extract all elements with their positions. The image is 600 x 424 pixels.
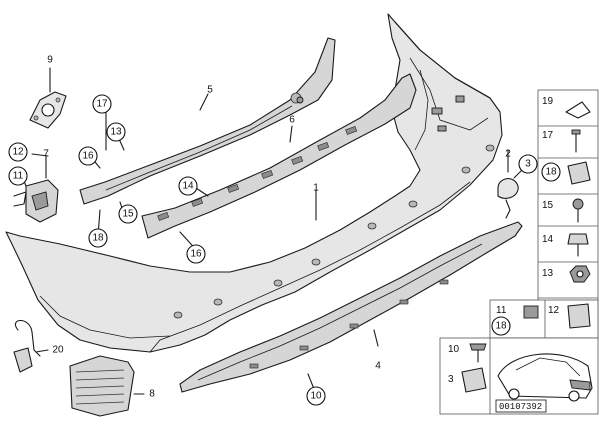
push-clip-icon xyxy=(469,343,487,351)
callout-16-upper: 16 xyxy=(82,151,94,162)
callout-12-ring xyxy=(8,142,28,162)
bolt-icon xyxy=(572,198,584,210)
legend-18: 18 xyxy=(545,167,557,178)
callout-16-ring xyxy=(78,146,98,166)
diffuser xyxy=(179,221,523,393)
callout-10-ring xyxy=(306,386,326,406)
callout-5: 5 xyxy=(207,85,213,96)
callout-11: 11 xyxy=(13,171,24,182)
reflector-grille xyxy=(69,355,135,417)
callout-9: 9 xyxy=(47,55,53,66)
callout-18-ring xyxy=(88,228,108,248)
callout-14-ring xyxy=(178,176,198,196)
callout-3-ring xyxy=(518,154,538,174)
clip-nut-icon xyxy=(567,303,591,329)
upper-carrier xyxy=(79,37,336,205)
callout-4: 4 xyxy=(375,361,381,372)
callout-7: 7 xyxy=(43,149,49,160)
lower-carrier xyxy=(141,73,417,239)
legend-19: 19 xyxy=(542,96,554,107)
callout-labels: 9 5 17 13 16 12 7 11 6 14 15 18 16 1 2 3… xyxy=(8,55,538,406)
callout-18: 18 xyxy=(92,233,104,244)
car-locator: 10 3 00107392 xyxy=(439,337,599,415)
callout-15: 15 xyxy=(122,209,134,220)
callout-2: 2 xyxy=(505,149,511,160)
callout-10: 10 xyxy=(310,391,322,402)
legend-13: 13 xyxy=(542,268,554,279)
gasket xyxy=(29,91,67,129)
square-nut-icon xyxy=(523,305,539,319)
bumper-cover xyxy=(5,13,503,353)
rear-bumper-highlight xyxy=(569,379,591,391)
callout-13: 13 xyxy=(110,127,122,138)
legend-12: 12 xyxy=(548,305,560,316)
fastener-legend: 19 17 18 15 14 13 xyxy=(537,89,599,341)
expanding-rivet-icon xyxy=(567,233,589,245)
callout-17: 17 xyxy=(96,99,108,110)
legend-15: 15 xyxy=(542,200,554,211)
screw-head-icon xyxy=(571,129,581,135)
tow-eye-icon xyxy=(461,367,487,393)
callout-1: 1 xyxy=(313,183,319,194)
callout-15-ring xyxy=(118,204,138,224)
callout-16-lower-ring xyxy=(186,244,206,264)
legend-18b-ring xyxy=(491,316,511,336)
clip-icon xyxy=(565,101,591,119)
callout-14: 14 xyxy=(182,181,194,192)
callout-12: 12 xyxy=(12,147,24,158)
fastener-legend-lower: 11 18 12 xyxy=(489,299,599,339)
legend-10: 10 xyxy=(448,344,460,355)
tow-eye-cap xyxy=(497,178,519,219)
legend-14: 14 xyxy=(542,234,554,245)
legend-18-ring xyxy=(541,162,561,182)
callout-11-ring xyxy=(8,166,28,186)
callout-3: 3 xyxy=(525,159,531,170)
legend-11: 11 xyxy=(496,305,507,316)
callout-16-lower: 16 xyxy=(190,249,202,260)
callout-6: 6 xyxy=(289,115,295,126)
callout-13-ring xyxy=(106,122,126,142)
callout-20: 20 xyxy=(52,345,64,356)
car-outline-icon xyxy=(497,353,593,399)
diagram-code: 00107392 xyxy=(499,402,542,412)
legend-3: 3 xyxy=(448,374,454,385)
side-bracket xyxy=(13,179,59,223)
callout-17-ring xyxy=(92,94,112,114)
legend-18b: 18 xyxy=(495,321,507,332)
tow-hook-bracket xyxy=(13,319,41,373)
callout-8: 8 xyxy=(149,389,155,400)
legend-17: 17 xyxy=(542,130,554,141)
speed-nut-icon xyxy=(567,161,591,185)
